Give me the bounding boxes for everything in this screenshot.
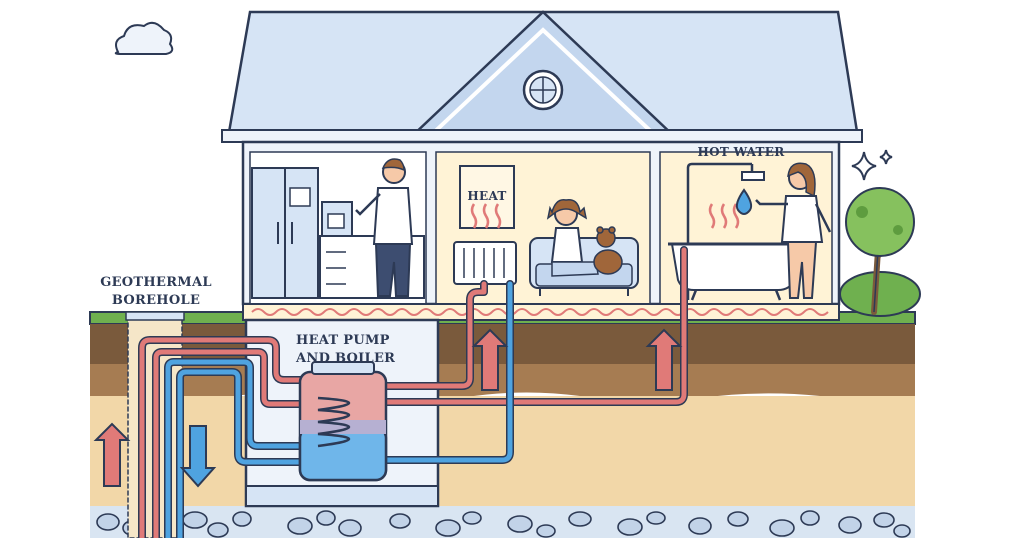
pipes <box>125 246 688 538</box>
arrow-up-icon <box>93 328 683 487</box>
boiler-tank-icon <box>298 361 388 482</box>
sparkle-icon <box>851 149 893 181</box>
window-round-icon <box>522 69 564 111</box>
gravel-stones <box>96 510 911 538</box>
person-living <box>546 199 599 277</box>
cloud-icon <box>114 21 174 55</box>
person-kitchen <box>355 158 414 297</box>
water-drop-icon <box>735 188 753 215</box>
tree-icon <box>839 187 921 317</box>
label-heat: HEAT <box>467 189 506 203</box>
heat-waves-bath <box>708 203 740 229</box>
coffee-machine-icon <box>321 201 353 237</box>
label-heat-pump: HEAT PUMP <box>296 333 390 348</box>
label-hot-water: HOT WATER <box>697 145 785 159</box>
label-borehole: BOREHOLE <box>112 293 200 308</box>
house <box>221 10 863 508</box>
label-and-boiler: AND BOILER <box>295 351 395 366</box>
person-bathroom <box>755 162 832 299</box>
arrow-down-icon <box>179 425 217 488</box>
sand-layer <box>90 396 915 508</box>
radiator-icon <box>453 241 517 285</box>
heat-waves <box>470 203 502 229</box>
shower-icon <box>686 162 765 300</box>
teddy-bear <box>593 226 623 275</box>
fridge-icon <box>251 167 319 299</box>
label-geothermal: GEOTHERMAL <box>100 275 212 290</box>
